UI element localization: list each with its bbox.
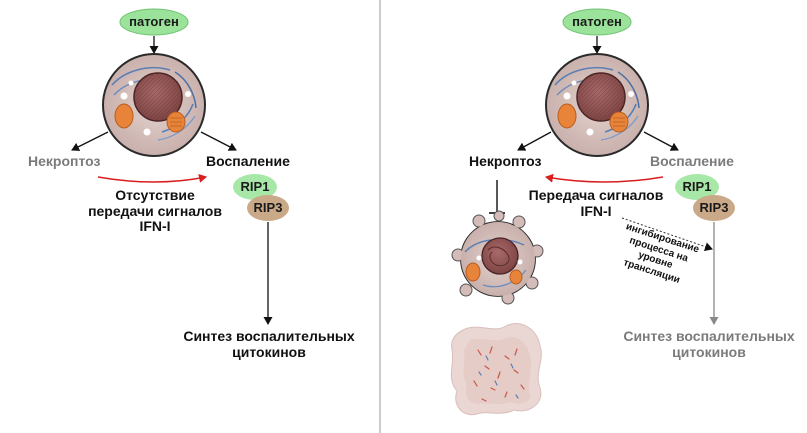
left-rip1-label: RIP1 <box>240 179 270 194</box>
right-pathogen-pill <box>562 8 632 36</box>
right-rip1-pill <box>675 174 719 200</box>
right-signal-note-line-2: IFN-I <box>580 202 612 219</box>
right-pathogen-label: патоген <box>572 14 622 29</box>
left-necroptosis-label: Некроптоз <box>28 153 101 169</box>
left-cell-illustration <box>102 53 206 157</box>
right-cell-illustration <box>545 53 649 157</box>
right-rip3-label: RIP3 <box>699 200 729 215</box>
right-inflammation-label: Воспаление <box>650 153 734 169</box>
right-arrow-to-necroptosis <box>517 131 552 151</box>
right-synthesis-line-2: цитокинов <box>672 343 746 360</box>
left-rip1-pill <box>233 174 277 200</box>
right-necroptosis-inhibition-bar <box>489 180 505 214</box>
left-red-inhibition-arrow <box>97 173 207 183</box>
left-pathogen-label: патоген <box>129 14 179 29</box>
left-signal-note-line-3: IFN-I <box>139 218 171 235</box>
right-necroptotic-cell-illustration <box>451 210 544 305</box>
left-synthesis-label: Синтез воспалительных цитокинов <box>176 328 362 360</box>
left-arrow-to-necroptosis <box>71 131 109 151</box>
right-arrow-to-inflammation <box>643 131 679 151</box>
right-signal-note-line-1: Передача сигналов <box>528 187 664 203</box>
right-red-signal-arrow <box>545 173 664 183</box>
left-arrow-to-inflammation <box>200 131 237 151</box>
left-synthesis-line-2: цитокинов <box>232 343 306 360</box>
left-signal-note: Отсутствие передачи сигналов IFN-I <box>80 187 230 235</box>
right-rip1-label: RIP1 <box>682 179 712 194</box>
left-inflammation-label: Воспаление <box>206 153 290 169</box>
right-necroptosis-label: Некроптоз <box>469 153 542 169</box>
left-signal-note-line-2: передачи сигналов <box>88 202 222 219</box>
right-rip3-pill <box>693 195 735 221</box>
left-synthesis-line-1: Синтез воспалительных <box>183 328 355 344</box>
right-synthesis-label: Синтез воспалительных цитокинов <box>616 328 802 360</box>
left-pathogen-pill <box>119 8 189 36</box>
left-signal-note-line-1: Отсутствие <box>115 187 195 203</box>
right-signal-note: Передача сигналов IFN-I <box>523 187 669 219</box>
left-rip3-pill <box>247 195 289 221</box>
right-tissue-debris-illustration <box>450 323 542 416</box>
right-synthesis-line-1: Синтез воспалительных <box>623 328 795 344</box>
left-rip3-label: RIP3 <box>253 200 283 215</box>
